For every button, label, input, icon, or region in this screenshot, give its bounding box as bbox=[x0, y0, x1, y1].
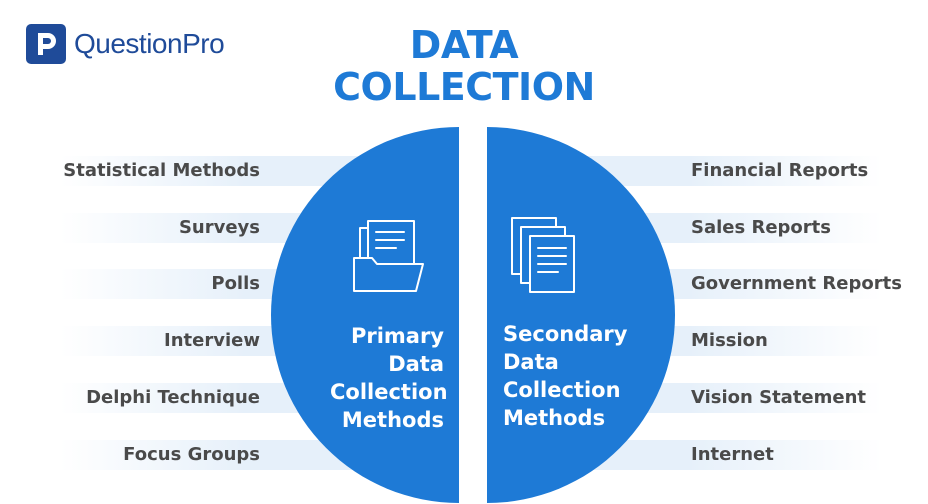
primary-methods-label: Primary Data Collection Methods bbox=[330, 322, 448, 434]
primary-label-line: Primary bbox=[350, 324, 444, 348]
questionpro-logo-icon bbox=[26, 24, 66, 64]
secondary-label-line: Secondary bbox=[503, 322, 628, 346]
title-line-1: DATA bbox=[409, 23, 519, 67]
secondary-label-line: Data bbox=[503, 350, 559, 374]
primary-label-line: Data bbox=[388, 352, 444, 376]
brand-name: QuestionPro bbox=[74, 28, 225, 59]
diagram-title: DATA COLLECTION bbox=[0, 24, 928, 108]
primary-label-line: Methods bbox=[341, 408, 444, 432]
title-line-2: COLLECTION bbox=[333, 65, 595, 109]
secondary-half-circle bbox=[487, 127, 675, 503]
folder-documents-icon bbox=[353, 220, 424, 292]
secondary-label-line: Collection bbox=[503, 378, 621, 402]
primary-label-line: Collection bbox=[330, 380, 448, 404]
secondary-methods-label: Secondary Data Collection Methods bbox=[503, 320, 643, 432]
stacked-documents-icon bbox=[511, 217, 575, 293]
brand-logo: QuestionPro bbox=[26, 24, 225, 64]
primary-half-circle bbox=[271, 127, 459, 503]
secondary-label-line: Methods bbox=[503, 406, 606, 430]
